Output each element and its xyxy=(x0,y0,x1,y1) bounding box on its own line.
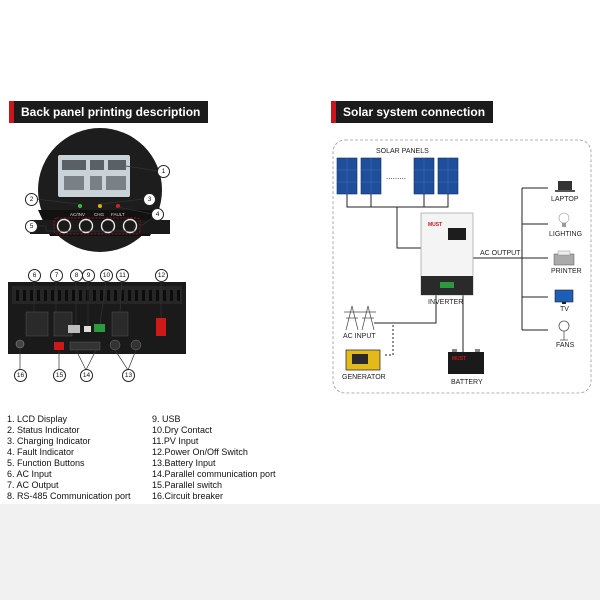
callout-8: 8 xyxy=(70,269,83,282)
legend-item: 8. RS-485 Communication port xyxy=(7,491,131,501)
legend-item: 13.Battery Input xyxy=(152,458,216,468)
power-switch xyxy=(156,318,166,336)
callout-5: 5 xyxy=(25,220,38,233)
indicator-label-fault: FAULT xyxy=(111,212,125,217)
callout-3: 3 xyxy=(143,193,156,206)
back-panel-illustration xyxy=(8,280,186,371)
ac-input-pylons xyxy=(344,305,376,331)
callout-14: 14 xyxy=(80,369,93,382)
callout-6: 6 xyxy=(28,269,41,282)
legend-item: 11.PV Input xyxy=(152,436,199,446)
function-button-4 xyxy=(122,218,138,234)
header-accent-bar xyxy=(331,101,336,123)
function-button-1 xyxy=(56,218,72,234)
printer-icon xyxy=(553,250,575,266)
back-panel-header-label: Back panel printing description xyxy=(14,101,209,123)
indicator-label-chg: CHG xyxy=(94,212,104,217)
solar-panels-label: SOLAR PANELS xyxy=(376,148,429,155)
callout-12: 12 xyxy=(155,269,168,282)
function-button-2 xyxy=(78,218,94,234)
battery-illustration: MUST xyxy=(448,349,484,374)
inverter-label: INVERTER xyxy=(428,299,464,306)
inverter-brand: MUST xyxy=(428,222,442,228)
legend-item: 15.Parallel switch xyxy=(152,480,223,490)
legend-item: 10.Dry Contact xyxy=(152,425,213,435)
panels-ellipsis: ......... xyxy=(386,172,407,181)
tv-icon xyxy=(554,289,574,304)
load-label-fans: FANS xyxy=(556,342,575,349)
callout-4: 4 xyxy=(151,208,164,221)
indicator-label-ac-inv: AC/INV xyxy=(70,212,86,217)
ac-input-label: AC INPUT xyxy=(343,333,376,340)
ac-output-label: AC OUTPUT xyxy=(480,250,521,257)
callout-16: 16 xyxy=(14,369,27,382)
solar-system-diagram: MUST MUST xyxy=(332,139,592,394)
fan-icon xyxy=(558,320,570,341)
legend-item: 12.Power On/Off Switch xyxy=(152,447,248,457)
callout-15: 15 xyxy=(53,369,66,382)
legend-right: 9. USB 10.Dry Contact 11.PV Input 12.Pow… xyxy=(152,414,276,502)
bottom-band xyxy=(0,504,600,600)
system-border xyxy=(332,139,592,394)
generator-illustration xyxy=(345,349,381,371)
legend-item: 2. Status Indicator xyxy=(7,425,80,435)
legend-item: 3. Charging Indicator xyxy=(7,436,91,446)
solar-panels xyxy=(336,157,459,195)
load-label-tv: TV xyxy=(560,306,569,313)
callout-1: 1 xyxy=(157,165,170,178)
callout-13: 13 xyxy=(122,369,135,382)
back-panel-header: Back panel printing description xyxy=(9,101,209,123)
generator-label: GENERATOR xyxy=(342,374,386,381)
lighting-icon xyxy=(558,212,570,227)
callout-9: 9 xyxy=(82,269,95,282)
callout-11: 11 xyxy=(116,269,129,282)
legend-item: 9. USB xyxy=(152,414,181,424)
load-label-printer: PRINTER xyxy=(551,268,582,275)
status-led xyxy=(78,204,82,208)
legend-item: 6. AC Input xyxy=(7,469,52,479)
solar-system-header-label: Solar system connection xyxy=(336,101,494,123)
legend-item: 14.Parallel communication port xyxy=(152,469,276,479)
charging-led xyxy=(98,204,102,208)
callout-7: 7 xyxy=(50,269,63,282)
load-label-lighting: LIGHTING xyxy=(549,231,583,238)
legend-item: 7. AC Output xyxy=(7,480,59,490)
battery-label: BATTERY xyxy=(451,379,483,386)
callout-2: 2 xyxy=(25,193,38,206)
solar-system-header: Solar system connection xyxy=(331,101,494,123)
legend-item: 16.Circuit breaker xyxy=(152,491,224,501)
callout-10: 10 xyxy=(100,269,113,282)
legend-item: 4. Fault Indicator xyxy=(7,447,75,457)
function-button-3 xyxy=(100,218,116,234)
laptop-icon xyxy=(555,181,575,192)
load-label-laptop: LAPTOP xyxy=(551,196,579,203)
legend-item: 5. Function Buttons xyxy=(7,458,85,468)
front-panel-illustration xyxy=(30,128,170,252)
legend-left: 1. LCD Display 2. Status Indicator 3. Ch… xyxy=(7,414,131,502)
battery-brand: MUST xyxy=(452,356,466,362)
inverter: MUST xyxy=(420,212,474,296)
legend-item: 1. LCD Display xyxy=(7,414,68,424)
header-accent-bar xyxy=(9,101,14,123)
